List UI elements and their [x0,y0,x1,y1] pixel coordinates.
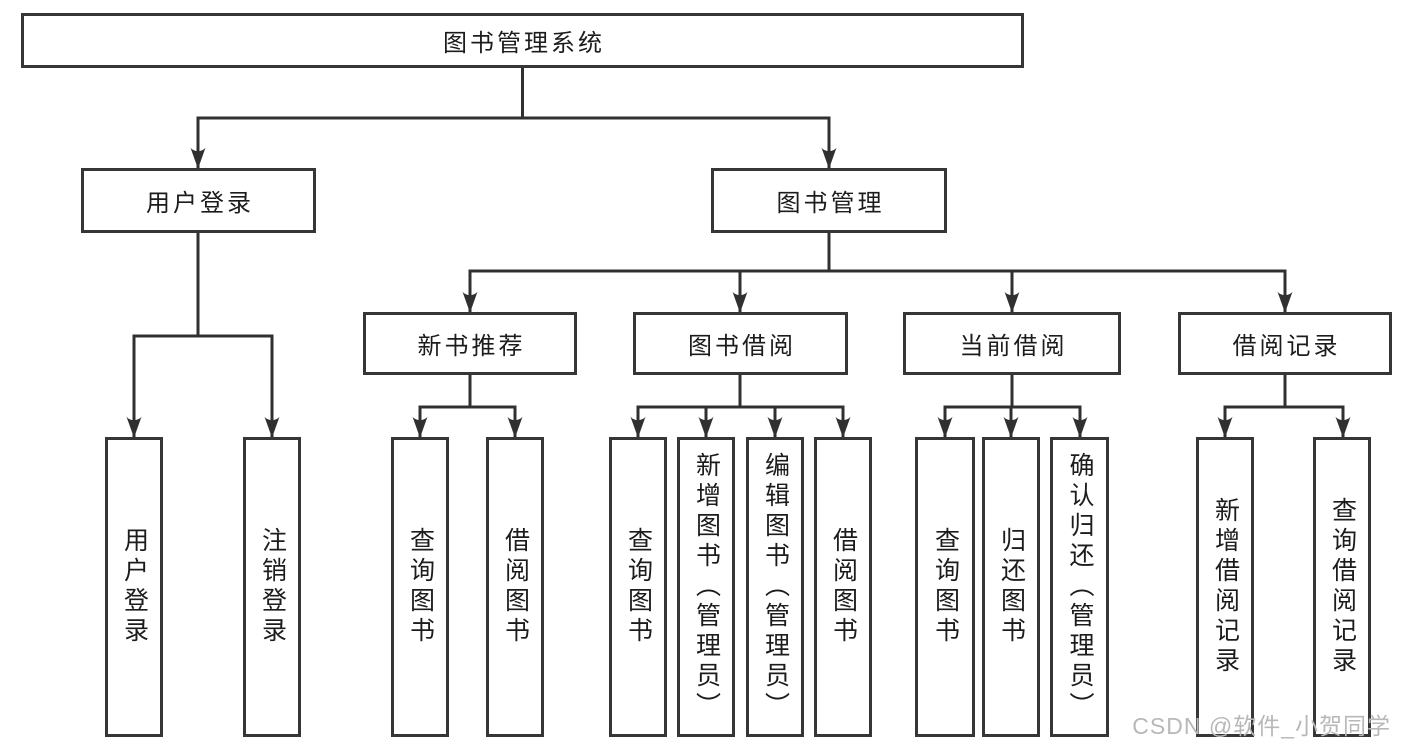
node-book-mgmt-label: 图书管理 [776,190,885,217]
leaf-borrow-books-recommend-label: 借阅图书 [501,527,530,647]
node-current-borrow: 当前借阅 [903,312,1121,375]
node-book-mgmt: 图书管理 [711,168,947,233]
node-book-borrow-label: 图书借阅 [688,333,796,360]
leaf-confirm-return-admin: 确认归还（管理员） [1050,437,1109,737]
leaf-add-borrow-record: 新增借阅记录 [1196,437,1254,737]
wire-borrow-group [630,375,851,438]
leaf-add-borrow-record-label: 新增借阅记录 [1211,497,1240,677]
leaf-add-book-admin-label: 新增图书（管理员） [692,452,721,722]
leaf-query-books-current-label: 查询图书 [931,527,960,647]
leaf-query-books-borrow: 查询图书 [609,437,667,737]
leaf-user-login: 用户登录 [105,437,163,737]
leaf-query-borrow-record: 查询借阅记录 [1313,437,1371,737]
wire-book-mgmt-group [462,233,1293,313]
wire-records-group [1217,375,1351,438]
wire-root-to-level2 [190,68,837,169]
leaf-borrow-books-borrow-label: 借阅图书 [829,527,858,647]
wire-current-group [937,375,1088,438]
leaf-edit-book-admin-label: 编辑图书（管理员） [761,452,790,722]
node-new-book-recommend-label: 新书推荐 [417,333,526,360]
leaf-confirm-return-admin-label: 确认归还（管理员） [1066,452,1094,722]
node-new-book-recommend: 新书推荐 [363,312,577,375]
leaf-query-books-current: 查询图书 [915,437,975,737]
wire-user-login-group [126,233,280,438]
leaf-return-book: 归还图书 [982,437,1040,737]
leaf-query-books-recommend-label: 查询图书 [406,527,435,647]
node-user-login-label: 用户登录 [146,190,254,217]
leaf-edit-book-admin: 编辑图书（管理员） [746,437,804,737]
leaf-query-books-borrow-label: 查询图书 [624,527,653,647]
node-user-login: 用户登录 [81,168,316,233]
node-current-borrow-label: 当前借阅 [959,333,1068,360]
node-borrow-records-label: 借阅记录 [1232,333,1341,360]
leaf-logout-label: 注销登录 [258,527,287,647]
leaf-query-borrow-record-label: 查询借阅记录 [1328,497,1357,677]
leaf-logout: 注销登录 [243,437,301,737]
leaf-add-book-admin: 新增图书（管理员） [677,437,735,737]
leaf-borrow-books-borrow: 借阅图书 [814,437,872,737]
wire-recommend-group [412,375,523,438]
leaf-borrow-books-recommend: 借阅图书 [486,437,544,737]
node-borrow-records: 借阅记录 [1178,312,1392,375]
node-root-label: 图书管理系统 [443,30,605,57]
leaf-return-book-label: 归还图书 [997,527,1026,647]
node-book-borrow: 图书借阅 [633,312,848,375]
leaf-user-login-label: 用户登录 [120,527,149,647]
leaf-query-books-recommend: 查询图书 [391,437,449,737]
node-root: 图书管理系统 [21,13,1024,68]
